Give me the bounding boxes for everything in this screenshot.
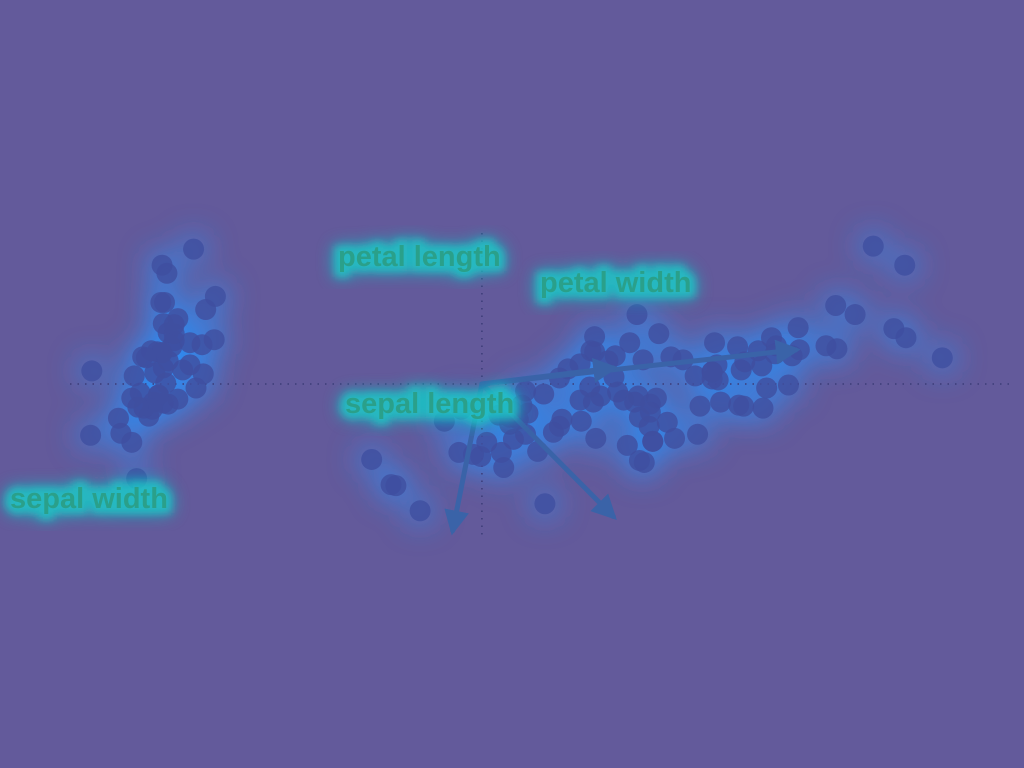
scatter-point	[844, 304, 866, 326]
scatter-point	[894, 254, 916, 276]
scatter-point	[534, 493, 556, 515]
loading-vectors-layer	[444, 339, 801, 536]
scatter-point	[409, 500, 431, 522]
scatter-point	[585, 427, 607, 449]
scatter-point	[183, 238, 205, 260]
vector-label-glow: sepal width	[10, 483, 168, 515]
scatter-point	[752, 397, 774, 419]
scatter-point	[648, 323, 670, 345]
loading-vector-sepal-width	[444, 381, 485, 536]
scatter-point	[619, 332, 641, 354]
scatter-point	[150, 291, 172, 313]
scatter-point	[144, 362, 166, 384]
scatter-point	[751, 355, 773, 377]
scatter-point	[179, 332, 201, 354]
scatter-point	[777, 374, 799, 396]
scatter-point	[542, 421, 564, 443]
scatter-point	[80, 424, 102, 446]
scatter-point	[616, 434, 638, 456]
scatter-point	[656, 411, 678, 433]
vector-label-sepal-width: sepal width	[10, 483, 168, 515]
scatter-point	[704, 332, 726, 354]
vector-label-petal-width: petal width	[540, 267, 691, 299]
loading-vector-petal-width	[479, 357, 619, 387]
scatter-point	[613, 389, 635, 411]
scatter-point	[730, 359, 752, 381]
scatter-point	[450, 398, 472, 420]
scatter-point	[931, 347, 953, 369]
scatter-point	[895, 327, 917, 349]
scatter-point	[727, 336, 749, 358]
scatter-point	[815, 335, 837, 357]
scatter-point	[490, 441, 512, 463]
scatter-point	[157, 350, 179, 372]
scatter-point	[533, 383, 555, 405]
vector-label-glow: petal length	[338, 241, 501, 273]
scatter-point	[639, 401, 661, 423]
scatter-point	[664, 427, 686, 449]
scatter-point	[448, 441, 470, 463]
scatter-point	[163, 314, 185, 336]
scatter-point	[687, 423, 709, 445]
scatter-point	[179, 354, 201, 376]
scatter-point	[787, 317, 809, 339]
scatter-point	[684, 365, 706, 387]
scatter-point	[123, 365, 145, 387]
scatter-point	[156, 262, 178, 284]
vector-label-sepal-length: sepal length	[345, 388, 514, 420]
scatter-point	[689, 395, 711, 417]
scatter-point	[81, 360, 103, 382]
scatter-point	[626, 304, 648, 326]
scatter-point	[642, 430, 664, 452]
scatter-point	[185, 377, 207, 399]
scatter-point	[628, 449, 650, 471]
scatter-point	[204, 285, 226, 307]
vector-label-glow: petal width	[540, 267, 691, 299]
vector-label-petal-length: petal length	[338, 241, 501, 273]
scatter-point	[127, 396, 149, 418]
vector-label-glow: sepal length	[345, 388, 514, 420]
scatter-point	[825, 294, 847, 316]
scatter-point	[107, 407, 129, 429]
scatter-point	[733, 395, 755, 417]
scatter-point	[710, 391, 732, 413]
scatter-point	[385, 475, 407, 497]
scatter-point	[361, 448, 383, 470]
scatter-point	[756, 377, 778, 399]
scatter-point	[862, 235, 884, 257]
scatter-point	[701, 361, 723, 383]
scatter-point	[570, 410, 592, 432]
scatter-point	[579, 376, 601, 398]
scatter-point	[433, 410, 455, 432]
scatter-point	[203, 329, 225, 351]
loading-vector-sepal-length	[479, 381, 617, 521]
scatter-point	[126, 468, 148, 490]
